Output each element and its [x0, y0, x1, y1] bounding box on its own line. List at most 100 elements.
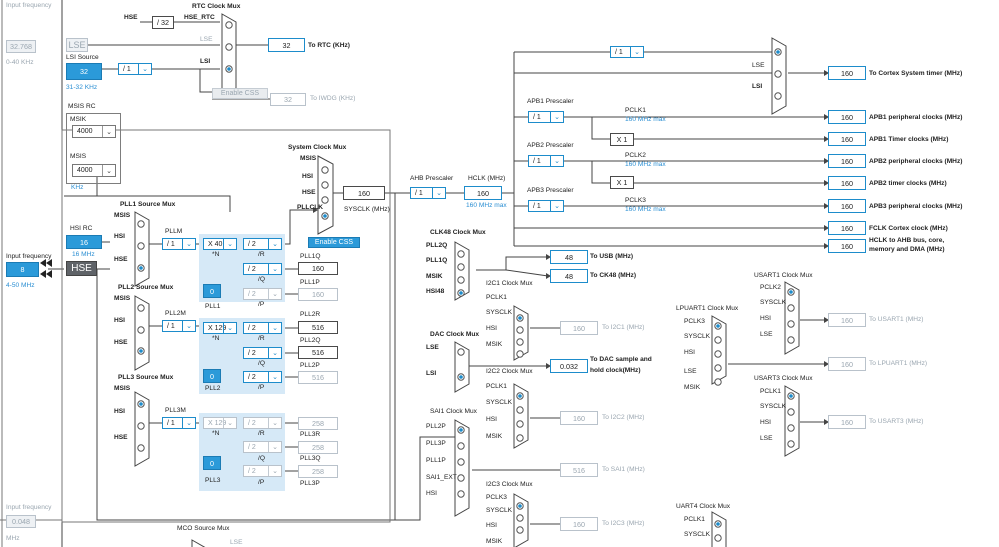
lpuart1-frequency-value[interactable]: 160: [828, 357, 866, 371]
apb3-prescaler-label: APB3 Prescaler: [527, 187, 574, 194]
dac-frequency-value[interactable]: 0.032: [550, 359, 588, 373]
usart3-frequency-value[interactable]: 160: [828, 415, 866, 429]
i2c2-frequency-value[interactable]: 160: [560, 411, 598, 425]
cortex-divider-select[interactable]: / 1⌄: [610, 46, 644, 58]
hsi-rc-label: HSI RC: [70, 225, 93, 232]
clk48-mux-title: CLK48 Clock Mux: [430, 229, 486, 236]
fclk-value[interactable]: 160: [828, 221, 866, 235]
lse-frequency-input[interactable]: 32.768: [6, 40, 36, 53]
pll3r-label: PLL3R: [300, 431, 321, 438]
ck48-frequency-value[interactable]: 48: [550, 269, 588, 283]
rtc-enable-css-button[interactable]: Enable CSS: [212, 88, 268, 99]
apb2-timer-multiplier[interactable]: X 1: [610, 176, 634, 189]
usart1-frequency-value[interactable]: 160: [828, 313, 866, 327]
sai1-mux-title: SAI1 Clock Mux: [430, 408, 477, 415]
bottom-frequency-input[interactable]: 0.048: [6, 515, 36, 528]
dac-mux-title: DAC Clock Mux: [430, 331, 480, 338]
pll3-q-select[interactable]: / 2⌄: [243, 441, 282, 453]
apb3-peripheral-value[interactable]: 160: [828, 199, 866, 213]
hclk-bus-value[interactable]: 160: [828, 239, 866, 253]
cortex-timer-value[interactable]: 160: [828, 66, 866, 80]
hclk-max-label: 160 MHz max: [466, 202, 507, 209]
pll1-frac-value[interactable]: 0: [203, 284, 221, 298]
hse-frequency-input[interactable]: 8: [6, 262, 39, 277]
apb1-timer-value[interactable]: 160: [828, 132, 866, 146]
rtc-hse-divider[interactable]: / 32: [152, 16, 174, 29]
apb1-prescaler-select[interactable]: / 1⌄: [528, 111, 564, 123]
pll2-q-select[interactable]: / 2⌄: [243, 347, 282, 359]
rtc-frequency-output[interactable]: 32: [268, 38, 305, 52]
pll1-p-select[interactable]: / 2⌄: [243, 288, 282, 300]
sysclk-input-msis: MSIS: [300, 155, 317, 162]
pll1-p-div-select[interactable]: / 2⌄: [243, 238, 282, 250]
chevron-down-icon: ⌄: [550, 156, 563, 166]
apb1-timer-label: APB1 Timer clocks (MHz): [869, 136, 949, 143]
hse-oscillator[interactable]: HSE: [66, 261, 97, 276]
pll3q-output[interactable]: 258: [298, 441, 338, 454]
sysclk-enable-css-button[interactable]: Enable CSS: [308, 237, 360, 248]
iwdg-frequency-output[interactable]: 32: [270, 93, 306, 106]
pll3-m-select[interactable]: / 1⌄: [162, 417, 196, 429]
apb2-prescaler-select[interactable]: / 1⌄: [528, 155, 564, 167]
hclk-value[interactable]: 160: [464, 186, 502, 200]
usb-frequency-value[interactable]: 48: [550, 250, 588, 264]
dac-label-line2: hold clock(MHz): [590, 367, 641, 374]
pll3r-output[interactable]: 258: [298, 417, 338, 430]
pll2-n-select[interactable]: X 129⌄: [203, 322, 237, 334]
pll1p-output[interactable]: 160: [298, 288, 338, 301]
pll2-input-msis: MSIS: [114, 295, 131, 302]
pll2-name: PLL2: [205, 385, 221, 392]
mco-input-lse: LSE: [230, 539, 243, 546]
usart3-input-hsi: HSI: [760, 419, 771, 426]
msik-frequency-select[interactable]: 4000⌄: [72, 125, 116, 138]
pll2-r-select[interactable]: / 2⌄: [243, 322, 282, 334]
pll2q-output[interactable]: 516: [298, 346, 338, 359]
sysclk-input-hsi: HSI: [302, 173, 313, 180]
apb3-peripheral-label: APB3 peripheral clocks (MHz): [869, 203, 963, 210]
pll3-r-select[interactable]: / 2⌄: [243, 417, 282, 429]
pll2-frac-value[interactable]: 0: [203, 369, 221, 383]
ahb-prescaler-select[interactable]: / 1⌄: [410, 187, 446, 199]
lpuart1-input-pclk3: PCLK3: [684, 318, 705, 325]
clk48-input-msik: MSIK: [426, 273, 443, 280]
to-iwdg-label: To IWDG (KHz): [310, 95, 356, 102]
lsi-divider-select[interactable]: / 1⌄: [118, 63, 152, 75]
pll1-p-label: /P: [258, 301, 265, 308]
pll1-n-select[interactable]: X 40⌄: [203, 238, 237, 250]
pll3-frac-value[interactable]: 0: [203, 456, 221, 470]
pll1q-output[interactable]: 160: [298, 262, 338, 275]
apb1-timer-multiplier[interactable]: X 1: [610, 133, 634, 146]
lpuart1-frequency-label: To LPUART1 (MHz): [869, 360, 928, 367]
i2c1-frequency-value[interactable]: 160: [560, 321, 598, 335]
uart4-input-pclk1: PCLK1: [684, 516, 705, 523]
pll3-p-select[interactable]: / 2⌄: [243, 465, 282, 477]
pll2-m-label: PLL2M: [165, 310, 186, 317]
pll1-m-select[interactable]: / 1⌄: [162, 238, 196, 250]
apb2-peripheral-value[interactable]: 160: [828, 154, 866, 168]
pll2p-output[interactable]: 516: [298, 371, 338, 384]
rtc-hse-label: HSE: [124, 14, 138, 21]
apb3-prescaler-select[interactable]: / 1⌄: [528, 200, 564, 212]
lsi-source-value[interactable]: 32: [66, 63, 102, 80]
sysclk-value[interactable]: 160: [343, 186, 385, 200]
pll3-n-select[interactable]: X 129⌄: [203, 417, 237, 429]
pll1-q-select[interactable]: / 2⌄: [243, 263, 282, 275]
rtc-lsi-label: LSI: [200, 58, 211, 65]
pll2r-output[interactable]: 516: [298, 321, 338, 334]
pll3p-output[interactable]: 258: [298, 465, 338, 478]
cortex-lse-label: LSE: [752, 62, 765, 69]
sysclk-input-pllclk: PLLCLK: [297, 204, 324, 211]
apb2-timer-value[interactable]: 160: [828, 176, 866, 190]
lse-oscillator[interactable]: LSE: [66, 38, 88, 52]
i2c3-frequency-value[interactable]: 160: [560, 517, 598, 531]
hsi-rc-value[interactable]: 16: [66, 235, 102, 249]
apb1-peripheral-value[interactable]: 160: [828, 110, 866, 124]
i2c3-input-msik: MSIK: [486, 538, 503, 545]
msis-frequency-select[interactable]: 4000⌄: [72, 164, 116, 177]
lpuart1-mux-title: LPUART1 Clock Mux: [676, 305, 739, 312]
usart1-input-hsi: HSI: [760, 315, 771, 322]
pll2-p-select[interactable]: / 2⌄: [243, 371, 282, 383]
pll2p-label: PLL2P: [300, 362, 320, 369]
pll2-m-select[interactable]: / 1⌄: [162, 320, 196, 332]
sai1-frequency-value[interactable]: 516: [560, 463, 598, 477]
